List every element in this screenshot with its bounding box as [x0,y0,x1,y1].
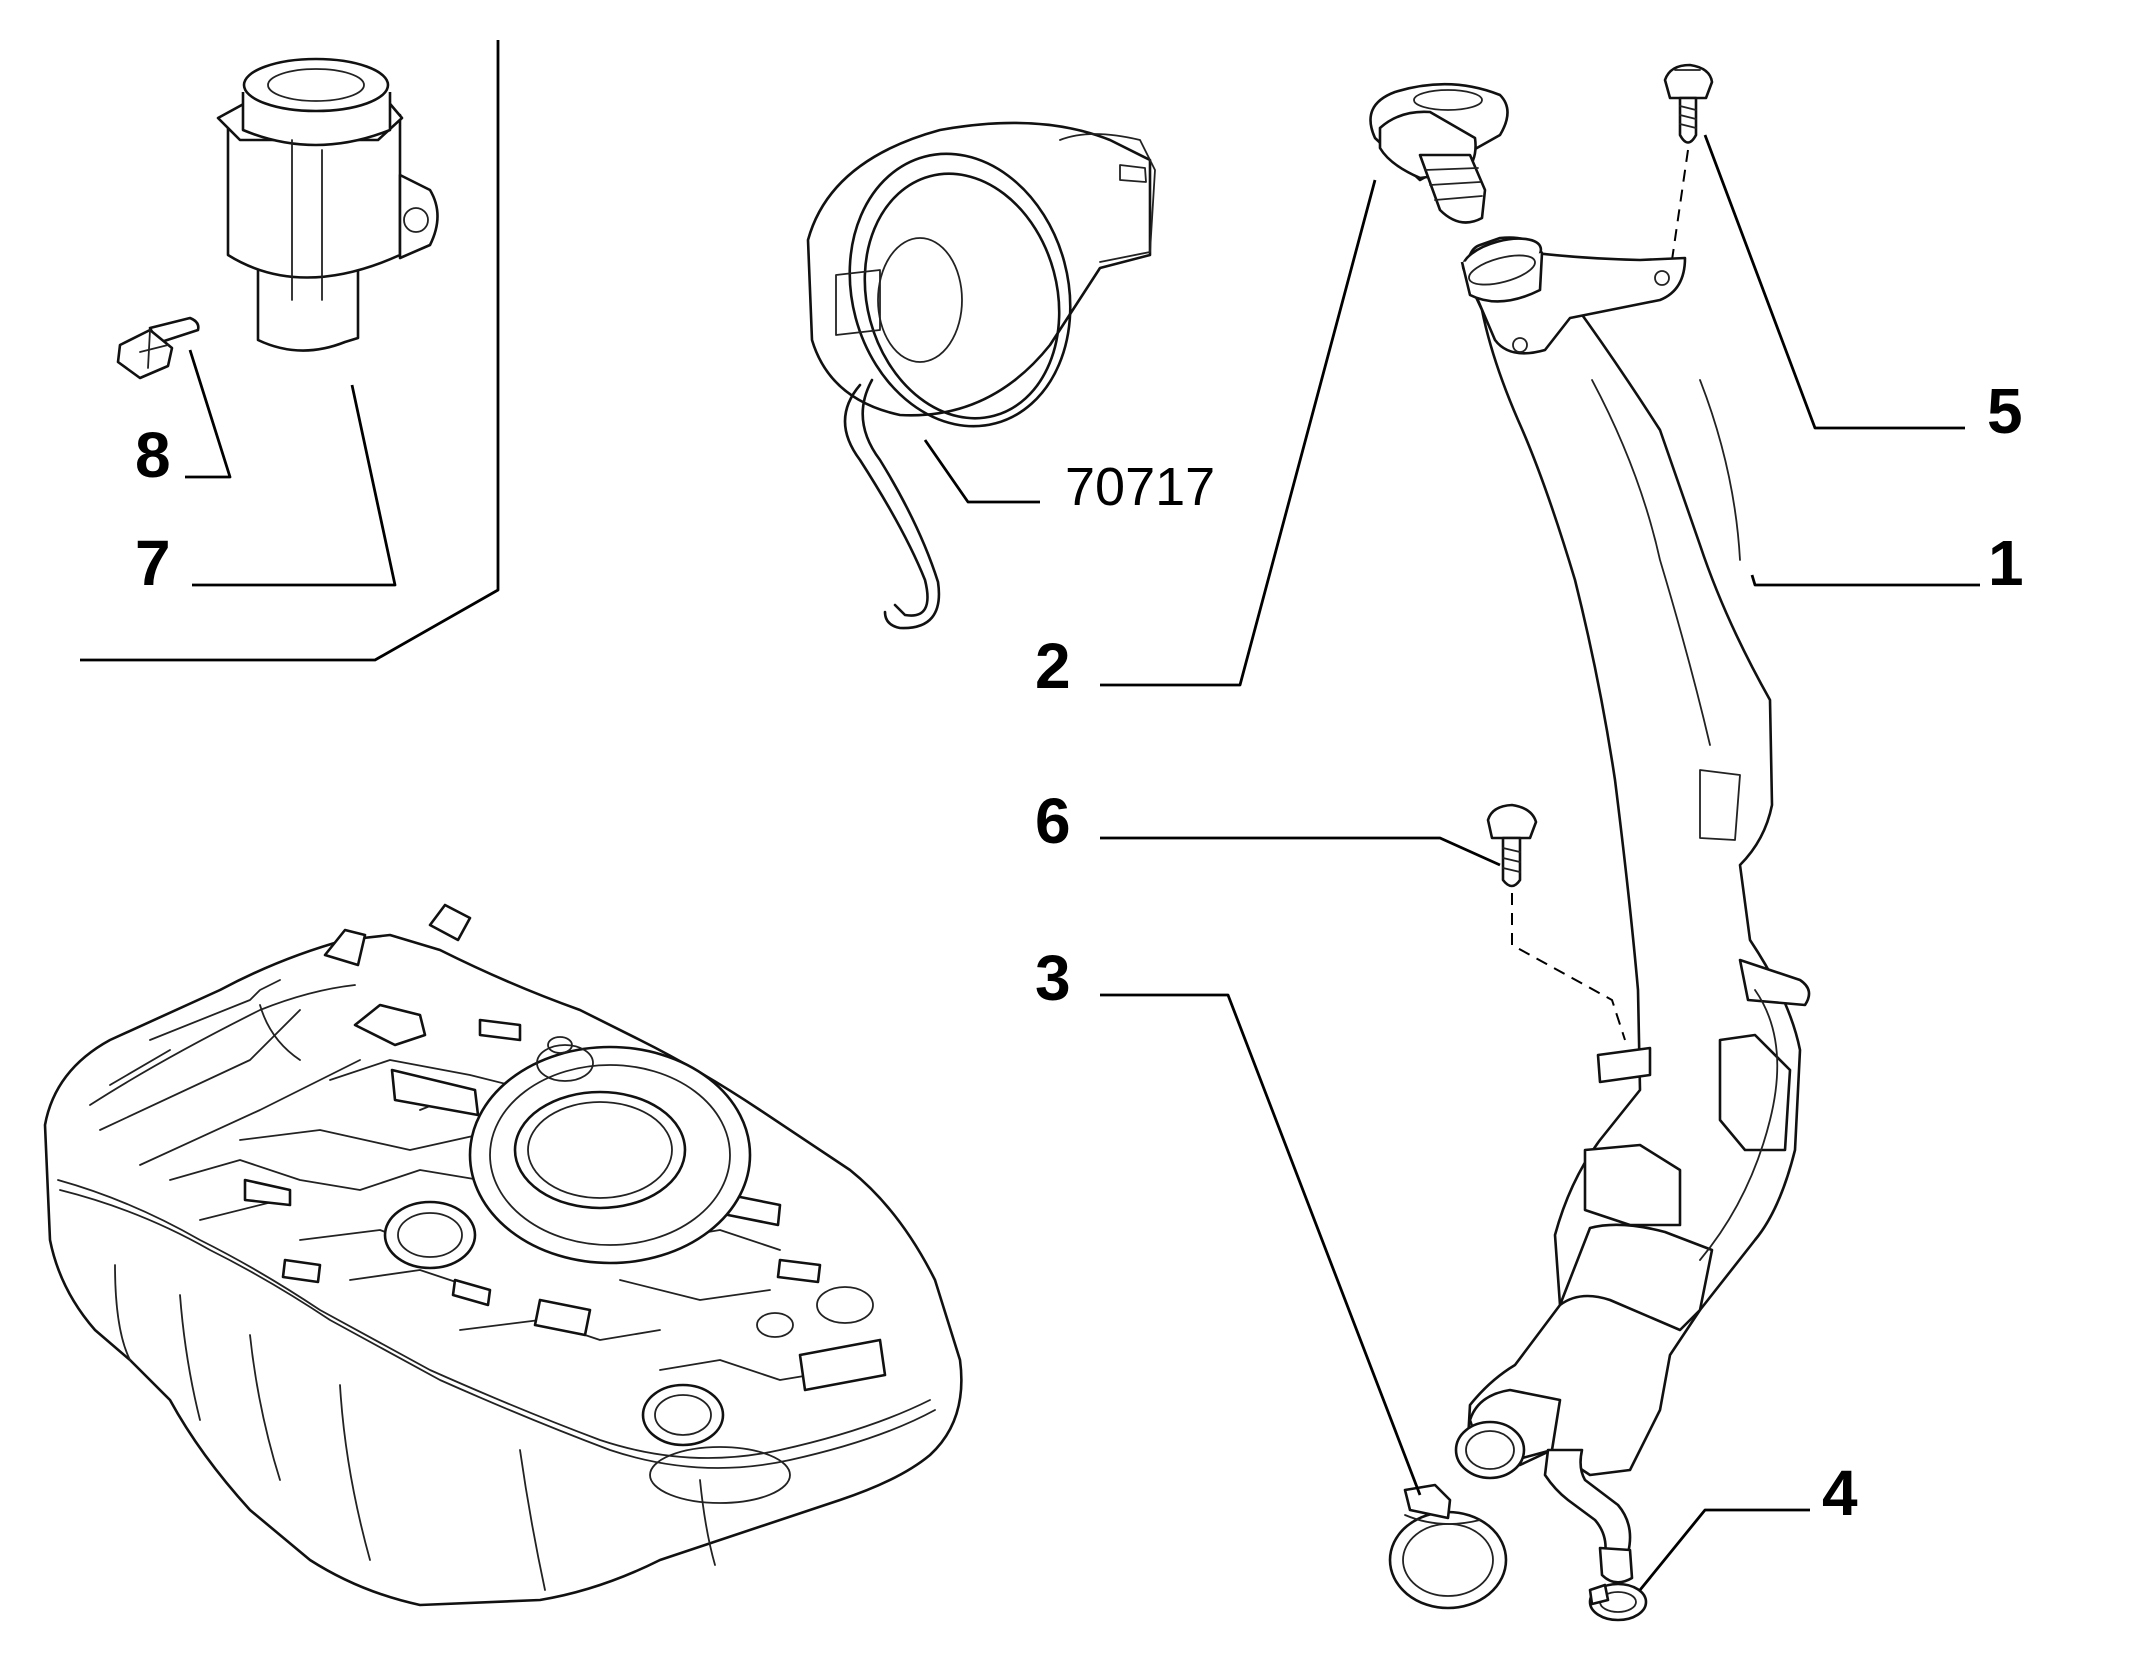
callout-2: 2 [1035,630,1071,702]
callout-70717: 70717 [1065,457,1215,517]
leader-8 [185,349,232,479]
callout-1: 1 [1988,527,2024,599]
leader-7 [192,384,397,587]
part-6-dash-line [1511,893,1626,1041]
inset-frame [80,40,500,662]
part-4-small-clamp [1588,1582,1648,1622]
callout-3: 3 [1035,942,1071,1014]
leader-70717 [923,439,1040,504]
callout-7: 7 [135,527,171,599]
part-8-bolt [116,316,200,380]
callout-labels: 1 2 3 4 5 6 7 8 70717 [135,375,2024,1529]
part-1-filler-neck [1454,236,1811,1584]
leader-5 [1703,134,1965,430]
part-6-screw [1486,803,1538,888]
part-7-sensor-module [216,57,439,352]
part-3-hose-clamp [1388,1483,1508,1610]
part-70717-filler-housing [806,121,1156,630]
part-2-fuel-cap [1369,82,1509,224]
leader-6 [1100,836,1501,867]
callout-5: 5 [1987,375,2023,447]
part-5-screw [1663,63,1714,144]
leader-lines [185,134,1980,1591]
fuel-tank [43,903,963,1607]
callout-4: 4 [1822,1457,1858,1529]
callout-6: 6 [1035,785,1071,857]
leader-3 [1100,993,1422,1496]
part-5-dash-line [1671,149,1689,261]
leader-1 [1750,574,1980,587]
callout-8: 8 [135,419,171,491]
leader-2 [1100,179,1377,687]
leader-4 [1638,1508,1810,1591]
